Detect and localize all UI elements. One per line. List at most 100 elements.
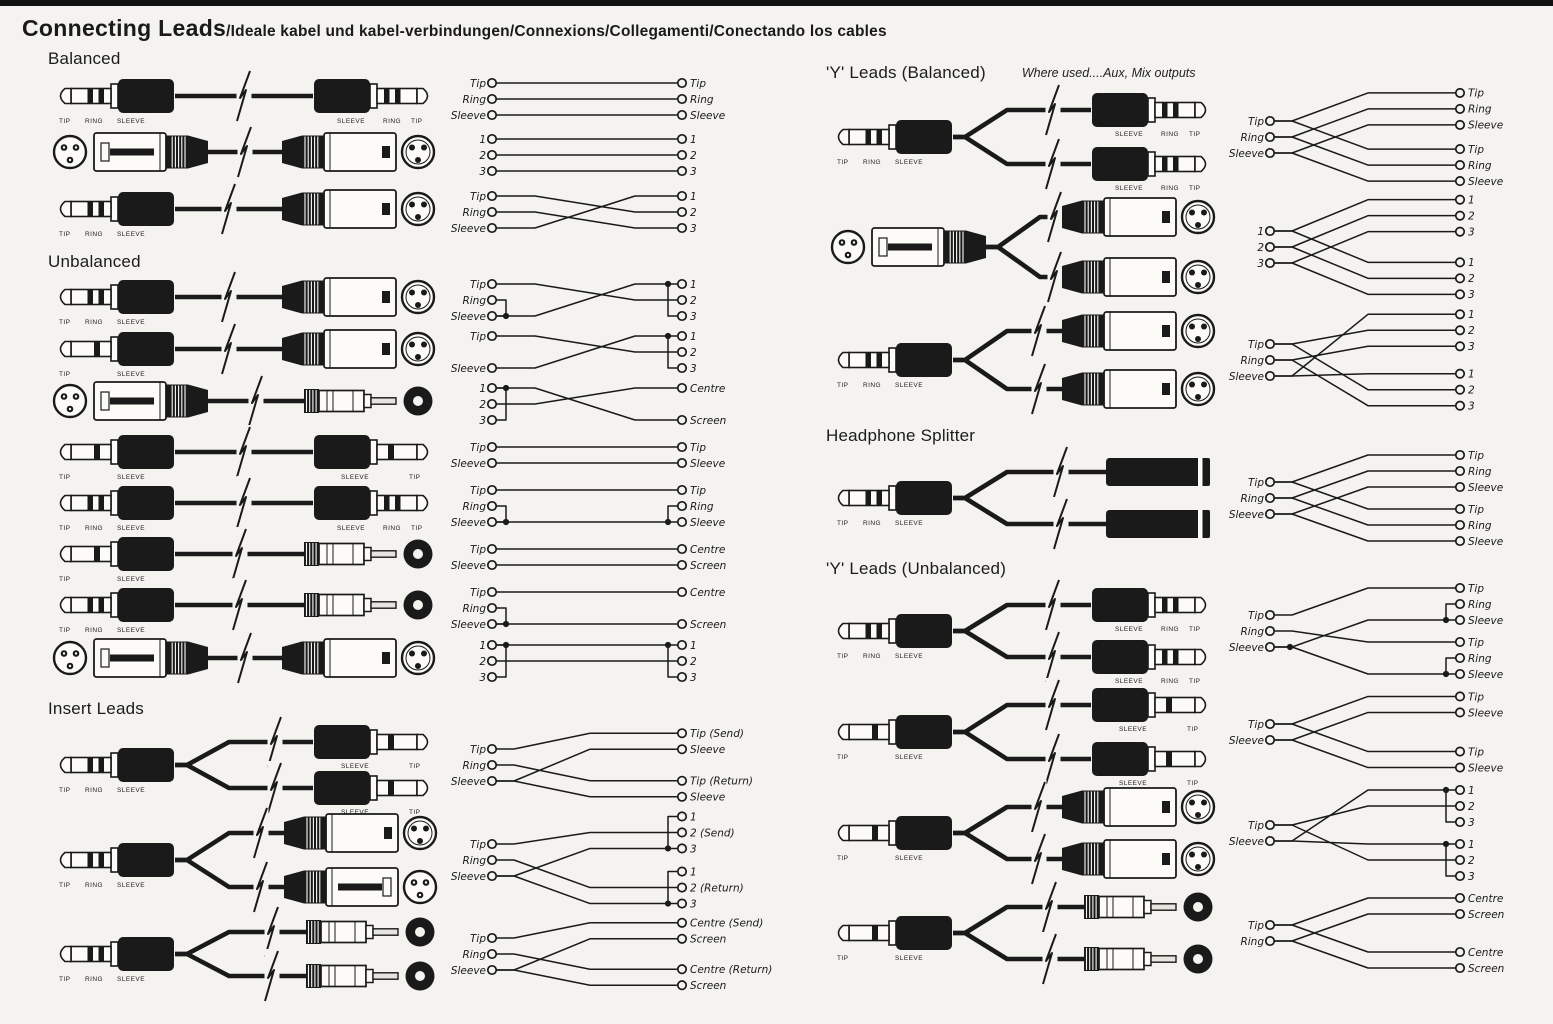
left-pin-label: 1: [479, 383, 486, 395]
xlrm-connector: [1062, 257, 1177, 297]
column-right: 'Y' Leads (Balanced)Where used....Aux, M…: [826, 44, 1546, 986]
wiring-figure: .wire{fill:none;stroke:#1a1a1a;stroke-wi…: [1229, 88, 1503, 188]
right-pin-label: Sleeve: [1468, 120, 1503, 132]
left-pin-label: 3: [479, 166, 486, 178]
right-pin-label: Sleeve: [1468, 176, 1503, 188]
ts-connector: [314, 725, 429, 759]
wiring-diagram: .wire{fill:none;stroke:#1a1a1a;stroke-wi…: [440, 532, 766, 582]
left-pin-label: Ring: [462, 295, 486, 307]
wiring-figure: .wire{fill:none;stroke:#1a1a1a;stroke-wi…: [451, 77, 725, 122]
left-pin: [486, 870, 498, 882]
wiring-diagram: .wire{fill:none;stroke:#1a1a1a;stroke-wi…: [440, 274, 766, 326]
connector-pin-label: RING: [85, 118, 103, 125]
left-pin-label: Sleeve: [1229, 148, 1264, 160]
left-pin-label: Sleeve: [451, 223, 486, 235]
right-pin-label: 2: [1468, 325, 1475, 337]
rca-connector: [1084, 947, 1177, 971]
connector-pin-label: TIP: [1187, 726, 1198, 733]
cable-row: TIPSLEEVESLEEVETIP.wire{fill:none;stroke…: [48, 425, 768, 481]
left-pin-label: Tip: [470, 331, 486, 343]
right-pin-label: 3: [1468, 289, 1475, 301]
trs-connector: [59, 937, 174, 971]
section-heading: Unbalanced: [48, 251, 141, 271]
right-pin-label: 1: [690, 811, 697, 823]
connector-pin-label: RING: [85, 882, 103, 889]
connector-pin-label: SLEEVE: [895, 754, 923, 761]
right-pin-label: Tip (Return): [690, 776, 753, 788]
rca-connector: [304, 593, 397, 617]
xlrm-front-view-icon: [1180, 371, 1216, 407]
left-pin: [486, 206, 498, 218]
right-pin-label: Tip: [1468, 583, 1484, 595]
ts-connector: [837, 715, 952, 749]
connector-pin-label: RING: [863, 653, 881, 660]
right-pin-label: Tip: [690, 485, 706, 497]
left-pin: [1264, 147, 1276, 159]
right-pin: [1454, 838, 1466, 850]
cable-row: TIPRINGSLEEVESLEEVERINGTIP.wire{fill:non…: [48, 69, 768, 127]
right-pin-label: Tip: [1468, 504, 1484, 516]
right-pin: [1454, 636, 1466, 648]
left-pin: [486, 133, 498, 145]
left-pin-label: Sleeve: [451, 965, 486, 977]
xlrm-front-view-icon: [402, 815, 438, 851]
right-pin: [1454, 652, 1466, 664]
cable-row: TIPRINGSLEEVE.wire{fill:none;stroke:#1a1…: [826, 304, 1546, 416]
left-pin: [486, 362, 498, 374]
wiring-figure: .wire{fill:none;stroke:#1a1a1a;stroke-wi…: [451, 587, 727, 631]
rca-front-view-icon: [405, 961, 435, 991]
connector-pin-label: SLEEVE: [117, 371, 145, 378]
left-pin-label: Ring: [462, 207, 486, 219]
rca-connector: [304, 542, 397, 566]
left-pin: [1264, 370, 1276, 382]
left-pin: [1264, 508, 1276, 520]
right-pin: [1454, 449, 1466, 461]
ts-connector: [1092, 688, 1207, 722]
left-pin: [486, 457, 498, 469]
right-pin-label: Sleeve: [690, 458, 725, 470]
cable-drawing: [48, 125, 440, 183]
right-pin: [1454, 325, 1466, 336]
left-pin: [486, 602, 498, 614]
right-pin-label: Sleeve: [690, 110, 725, 122]
right-pin: [676, 728, 688, 739]
left-pin: [1264, 492, 1276, 504]
left-pin-label: Ring: [1240, 936, 1264, 948]
right-pin: [676, 744, 688, 755]
connector-pin-label: RING: [85, 231, 103, 238]
right-pin-label: Centre: [690, 587, 725, 599]
wiring-figure: .wire{fill:none;stroke:#1a1a1a;stroke-wi…: [1229, 583, 1503, 681]
right-pin: [1454, 309, 1466, 320]
right-pin-label: Ring: [1468, 466, 1492, 478]
right-pin: [676, 165, 688, 177]
right-pin-label: 1: [690, 134, 697, 146]
xlrf-connector: [284, 867, 399, 907]
right-pin: [676, 414, 688, 426]
right-pin-label: 2 (Send): [690, 827, 735, 839]
right-pin: [1454, 503, 1466, 515]
right-pin-label: Tip: [1468, 691, 1484, 703]
wiring-diagram: .wire{fill:none;stroke:#1a1a1a;stroke-wi…: [1218, 581, 1544, 681]
left-pin-label: Sleeve: [1229, 642, 1264, 654]
xlrm-connector: [282, 329, 397, 369]
xlrm-front-view-icon: [1180, 199, 1216, 235]
connector-pin-label: TIP: [59, 576, 70, 583]
left-pin: [486, 543, 498, 555]
left-pin-label: Sleeve: [451, 776, 486, 788]
connector-pin-label: TIP: [1187, 780, 1198, 787]
wiring-figure: .wire{fill:none;stroke:#1a1a1a;stroke-wi…: [1229, 691, 1503, 774]
left-pin-label: Tip: [1248, 116, 1264, 128]
right-pin-label: Screen: [690, 934, 726, 946]
right-pin: [1454, 384, 1466, 395]
right-pin-label: 3: [690, 898, 697, 910]
connector-pin-label: SLEEVE: [895, 653, 923, 660]
connector-pin-label: TIP: [837, 382, 848, 389]
left-pin-label: Sleeve: [1229, 509, 1264, 521]
section-header: Insert Leads: [48, 696, 768, 721]
left-pin-label: Tip: [470, 587, 486, 599]
left-pin: [486, 77, 498, 89]
